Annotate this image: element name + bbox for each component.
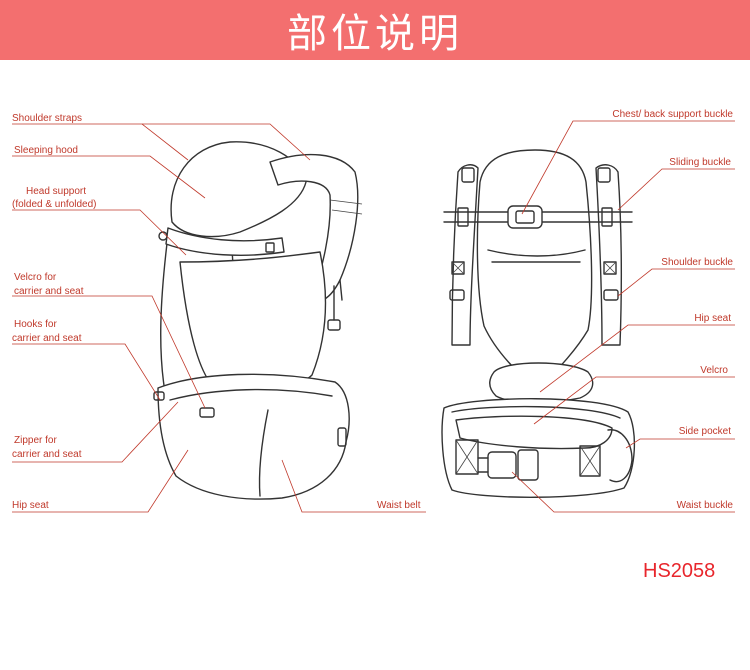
label-hip-seat-left: Hip seat <box>12 500 49 511</box>
back-view-carrier <box>441 149 636 498</box>
label-velcro: Velcro <box>700 365 728 376</box>
label-sleeping-hood: Sleeping hood <box>14 145 78 156</box>
part-labels: Shoulder straps Sleeping hood Head suppo… <box>12 109 733 511</box>
model-code: HS2058 <box>643 560 715 582</box>
label-chest-buckle: Chest/ back support buckle <box>612 109 733 120</box>
label-waist-buckle: Waist buckle <box>677 500 734 511</box>
page-title: 部位说明 <box>287 11 463 57</box>
label-hooks-for: Hooks for <box>14 319 57 330</box>
label-head-support-note: (folded & unfolded) <box>12 199 97 210</box>
label-zipper-for: Zipper for <box>14 435 57 446</box>
side-view-carrier <box>153 141 363 500</box>
label-head-support: Head support <box>26 186 86 197</box>
label-shoulder-straps: Shoulder straps <box>12 113 82 124</box>
label-waist-belt: Waist belt <box>377 500 421 511</box>
label-zipper-carrier-seat: carrier and seat <box>12 449 82 460</box>
label-hip-seat-right: Hip seat <box>694 313 731 324</box>
header-banner: 部位说明 <box>0 0 750 60</box>
label-velcro-for: Velcro for <box>14 272 57 283</box>
label-shoulder-buckle: Shoulder buckle <box>661 257 733 268</box>
label-sliding-buckle: Sliding buckle <box>669 157 731 168</box>
label-side-pocket: Side pocket <box>679 426 731 437</box>
leader-lines <box>12 120 735 513</box>
label-hooks-carrier-seat: carrier and seat <box>12 333 82 344</box>
label-velcro-carrier-seat: carrier and seat <box>14 286 84 297</box>
